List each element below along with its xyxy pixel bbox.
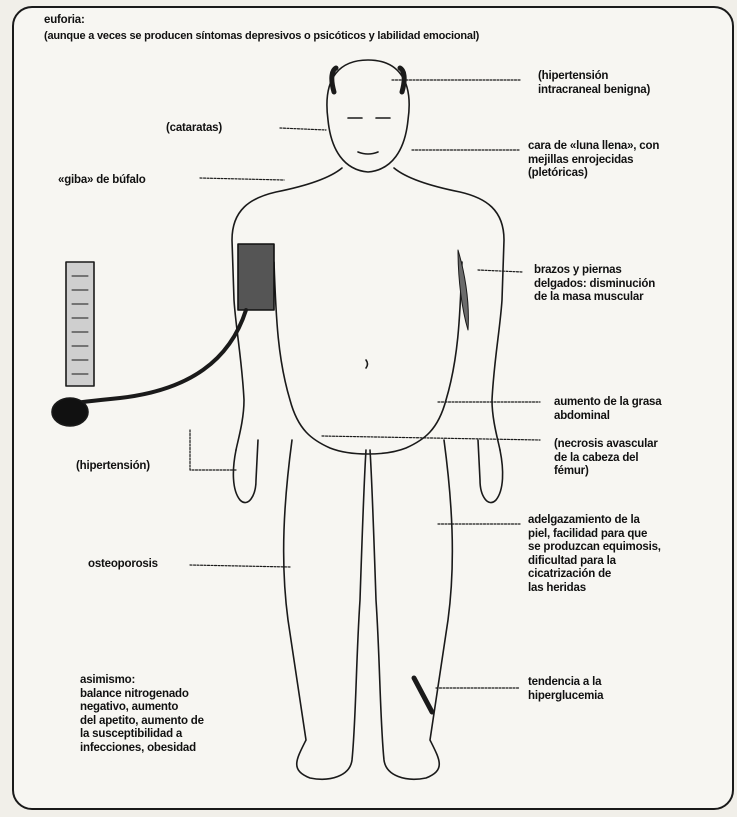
euphoria-label: euforia: [44,14,85,28]
navel [366,360,368,368]
label-moon-face: cara de «luna llena», con mejillas enroj… [528,140,659,181]
bp-bulb [52,398,88,426]
belly-outline [274,262,462,454]
label-thin-skin: adelgazamiento de la piel, facilidad par… [528,514,661,595]
right-arm [478,440,503,503]
label-hypertension: (hipertensión) [76,460,150,474]
head-outline [327,60,409,172]
bp-manometer [66,262,94,386]
euphoria-note: (aunque a veces se producen síntomas dep… [44,30,479,44]
label-metabolic-effects: asimismo: balance nitrogenado negativo, … [80,674,204,755]
label-avascular-necrosis: (necrosis avascular de la cabeza del fém… [554,438,658,479]
label-hyperglycemia: tendencia a la hiperglucemia [528,676,603,703]
syringe [414,678,432,712]
label-thin-limbs: brazos y piernas delgados: disminución d… [534,264,655,305]
face-mouth [358,152,378,154]
label-intracranial-hypertension: (hipertensión intracraneal benigna) [538,70,650,97]
left-arm [233,440,258,503]
left-leg [284,440,366,779]
label-cataracts: (cataratas) [166,122,222,136]
right-leg [370,440,452,779]
label-abdominal-fat: aumento de la grasa abdominal [554,396,661,423]
bp-cuff [238,244,274,310]
label-osteoporosis: osteoporosis [88,558,158,572]
label-buffalo-hump: «giba» de búfalo [58,174,146,188]
